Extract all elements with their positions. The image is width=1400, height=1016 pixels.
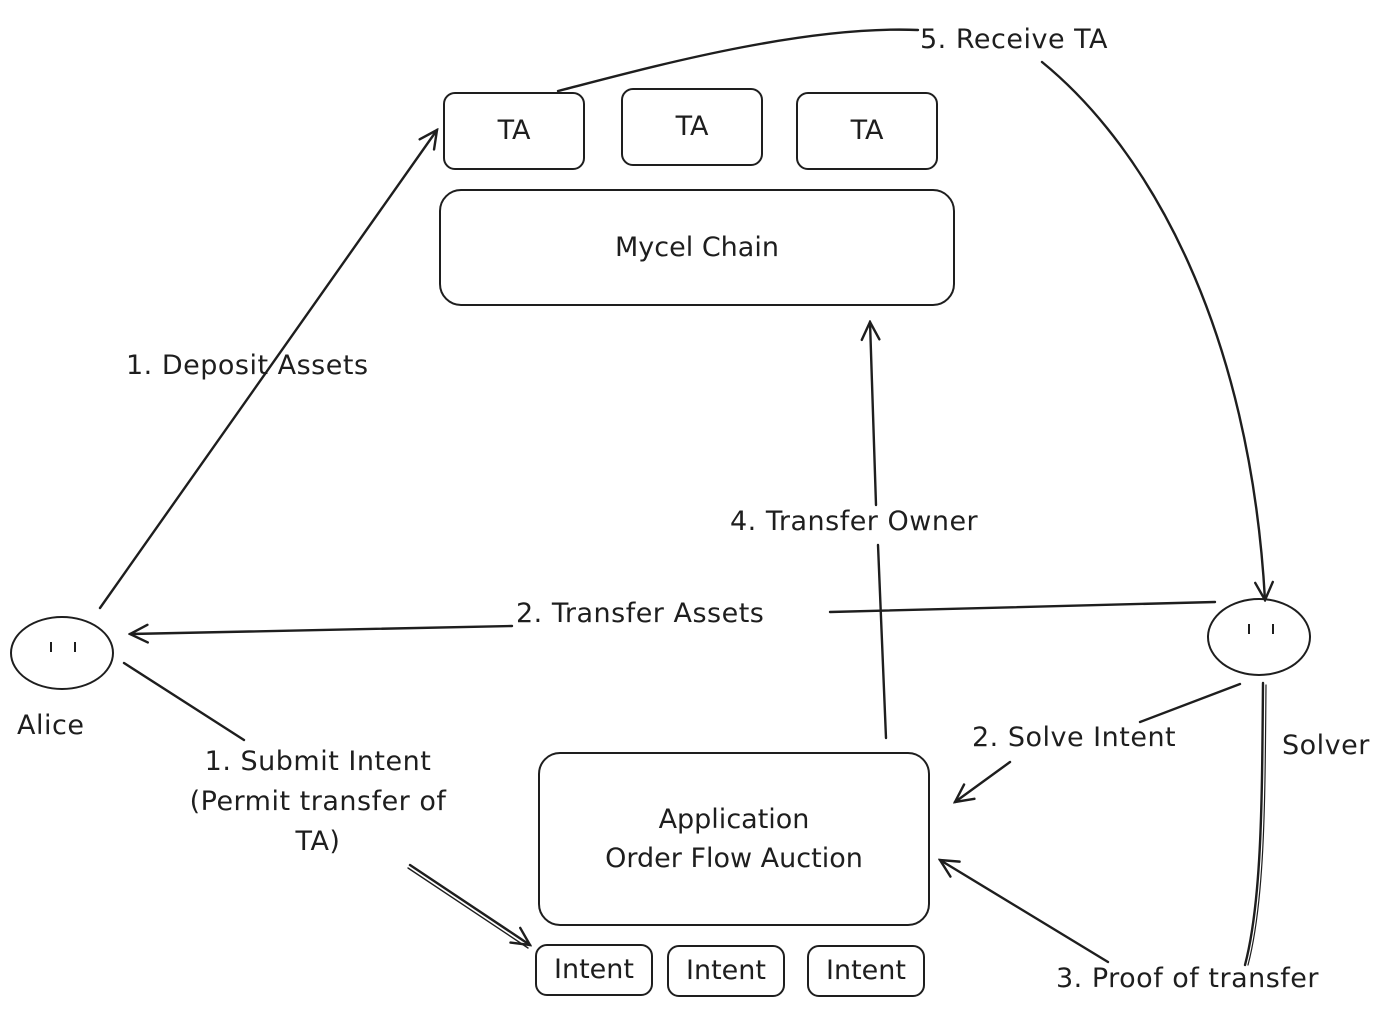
intent-box-1-label: Intent <box>554 954 634 986</box>
application-box[interactable]: Application Order Flow Auction <box>538 752 930 926</box>
deposit-arrow <box>98 130 437 610</box>
submit-intent-label: 1. Submit Intent (Permit transfer of TA) <box>158 742 478 862</box>
transfer-assets-label: 2. Transfer Assets <box>516 598 765 629</box>
proof-line <box>1243 681 1265 967</box>
solver-label: Solver <box>1282 730 1370 761</box>
intent-box-3-label: Intent <box>826 955 906 987</box>
ta-box-2[interactable]: TA <box>621 88 763 166</box>
application-label-line1: Application <box>658 803 810 835</box>
alice-label: Alice <box>17 710 85 741</box>
deposit-assets-label: 1. Deposit Assets <box>126 350 369 381</box>
submit-intent-line3: TA) <box>295 826 341 857</box>
solver-eye-right <box>1272 624 1274 634</box>
submit-intent-line <box>122 661 246 742</box>
alice-eye-right <box>74 642 76 652</box>
submit-intent-line1: 1. Submit Intent <box>204 746 432 777</box>
proof-of-transfer-label: 3. Proof of transfer <box>1056 963 1320 994</box>
application-label-line2: Order Flow Auction <box>605 843 863 874</box>
intent-box-2[interactable]: Intent <box>667 945 785 997</box>
intent-box-3[interactable]: Intent <box>807 945 925 997</box>
transfer-owner-label: 4. Transfer Owner <box>730 506 979 537</box>
alice-eye-left <box>50 642 52 652</box>
intent-box-2-label: Intent <box>686 955 766 987</box>
mycel-chain-box[interactable]: Mycel Chain <box>439 189 955 306</box>
solve-intent-arrow <box>955 682 1242 802</box>
transfer-owner-arrow <box>870 322 886 740</box>
intent-box-1[interactable]: Intent <box>535 944 653 996</box>
alice-actor-icon[interactable] <box>10 616 114 690</box>
ta-box-1-label: TA <box>497 115 531 147</box>
ta-box-3[interactable]: TA <box>796 92 938 170</box>
proof-arrow <box>940 860 1110 964</box>
ta-box-3-label: TA <box>850 115 884 147</box>
submit-intent-arrow <box>408 863 530 945</box>
solver-eye-left <box>1248 624 1250 634</box>
solver-actor-icon[interactable] <box>1207 598 1311 676</box>
receive-ta-arrow <box>1040 60 1265 600</box>
mycel-chain-label: Mycel Chain <box>615 231 779 263</box>
ta-box-2-label: TA <box>675 111 709 143</box>
submit-intent-line2: (Permit transfer of <box>189 786 447 817</box>
transfer-assets-arrow <box>130 600 1217 634</box>
receive-ta-line <box>556 28 920 93</box>
solve-intent-label: 2. Solve Intent <box>972 722 1177 753</box>
ta-box-1[interactable]: TA <box>443 92 585 170</box>
receive-ta-label: 5. Receive TA <box>920 24 1108 55</box>
